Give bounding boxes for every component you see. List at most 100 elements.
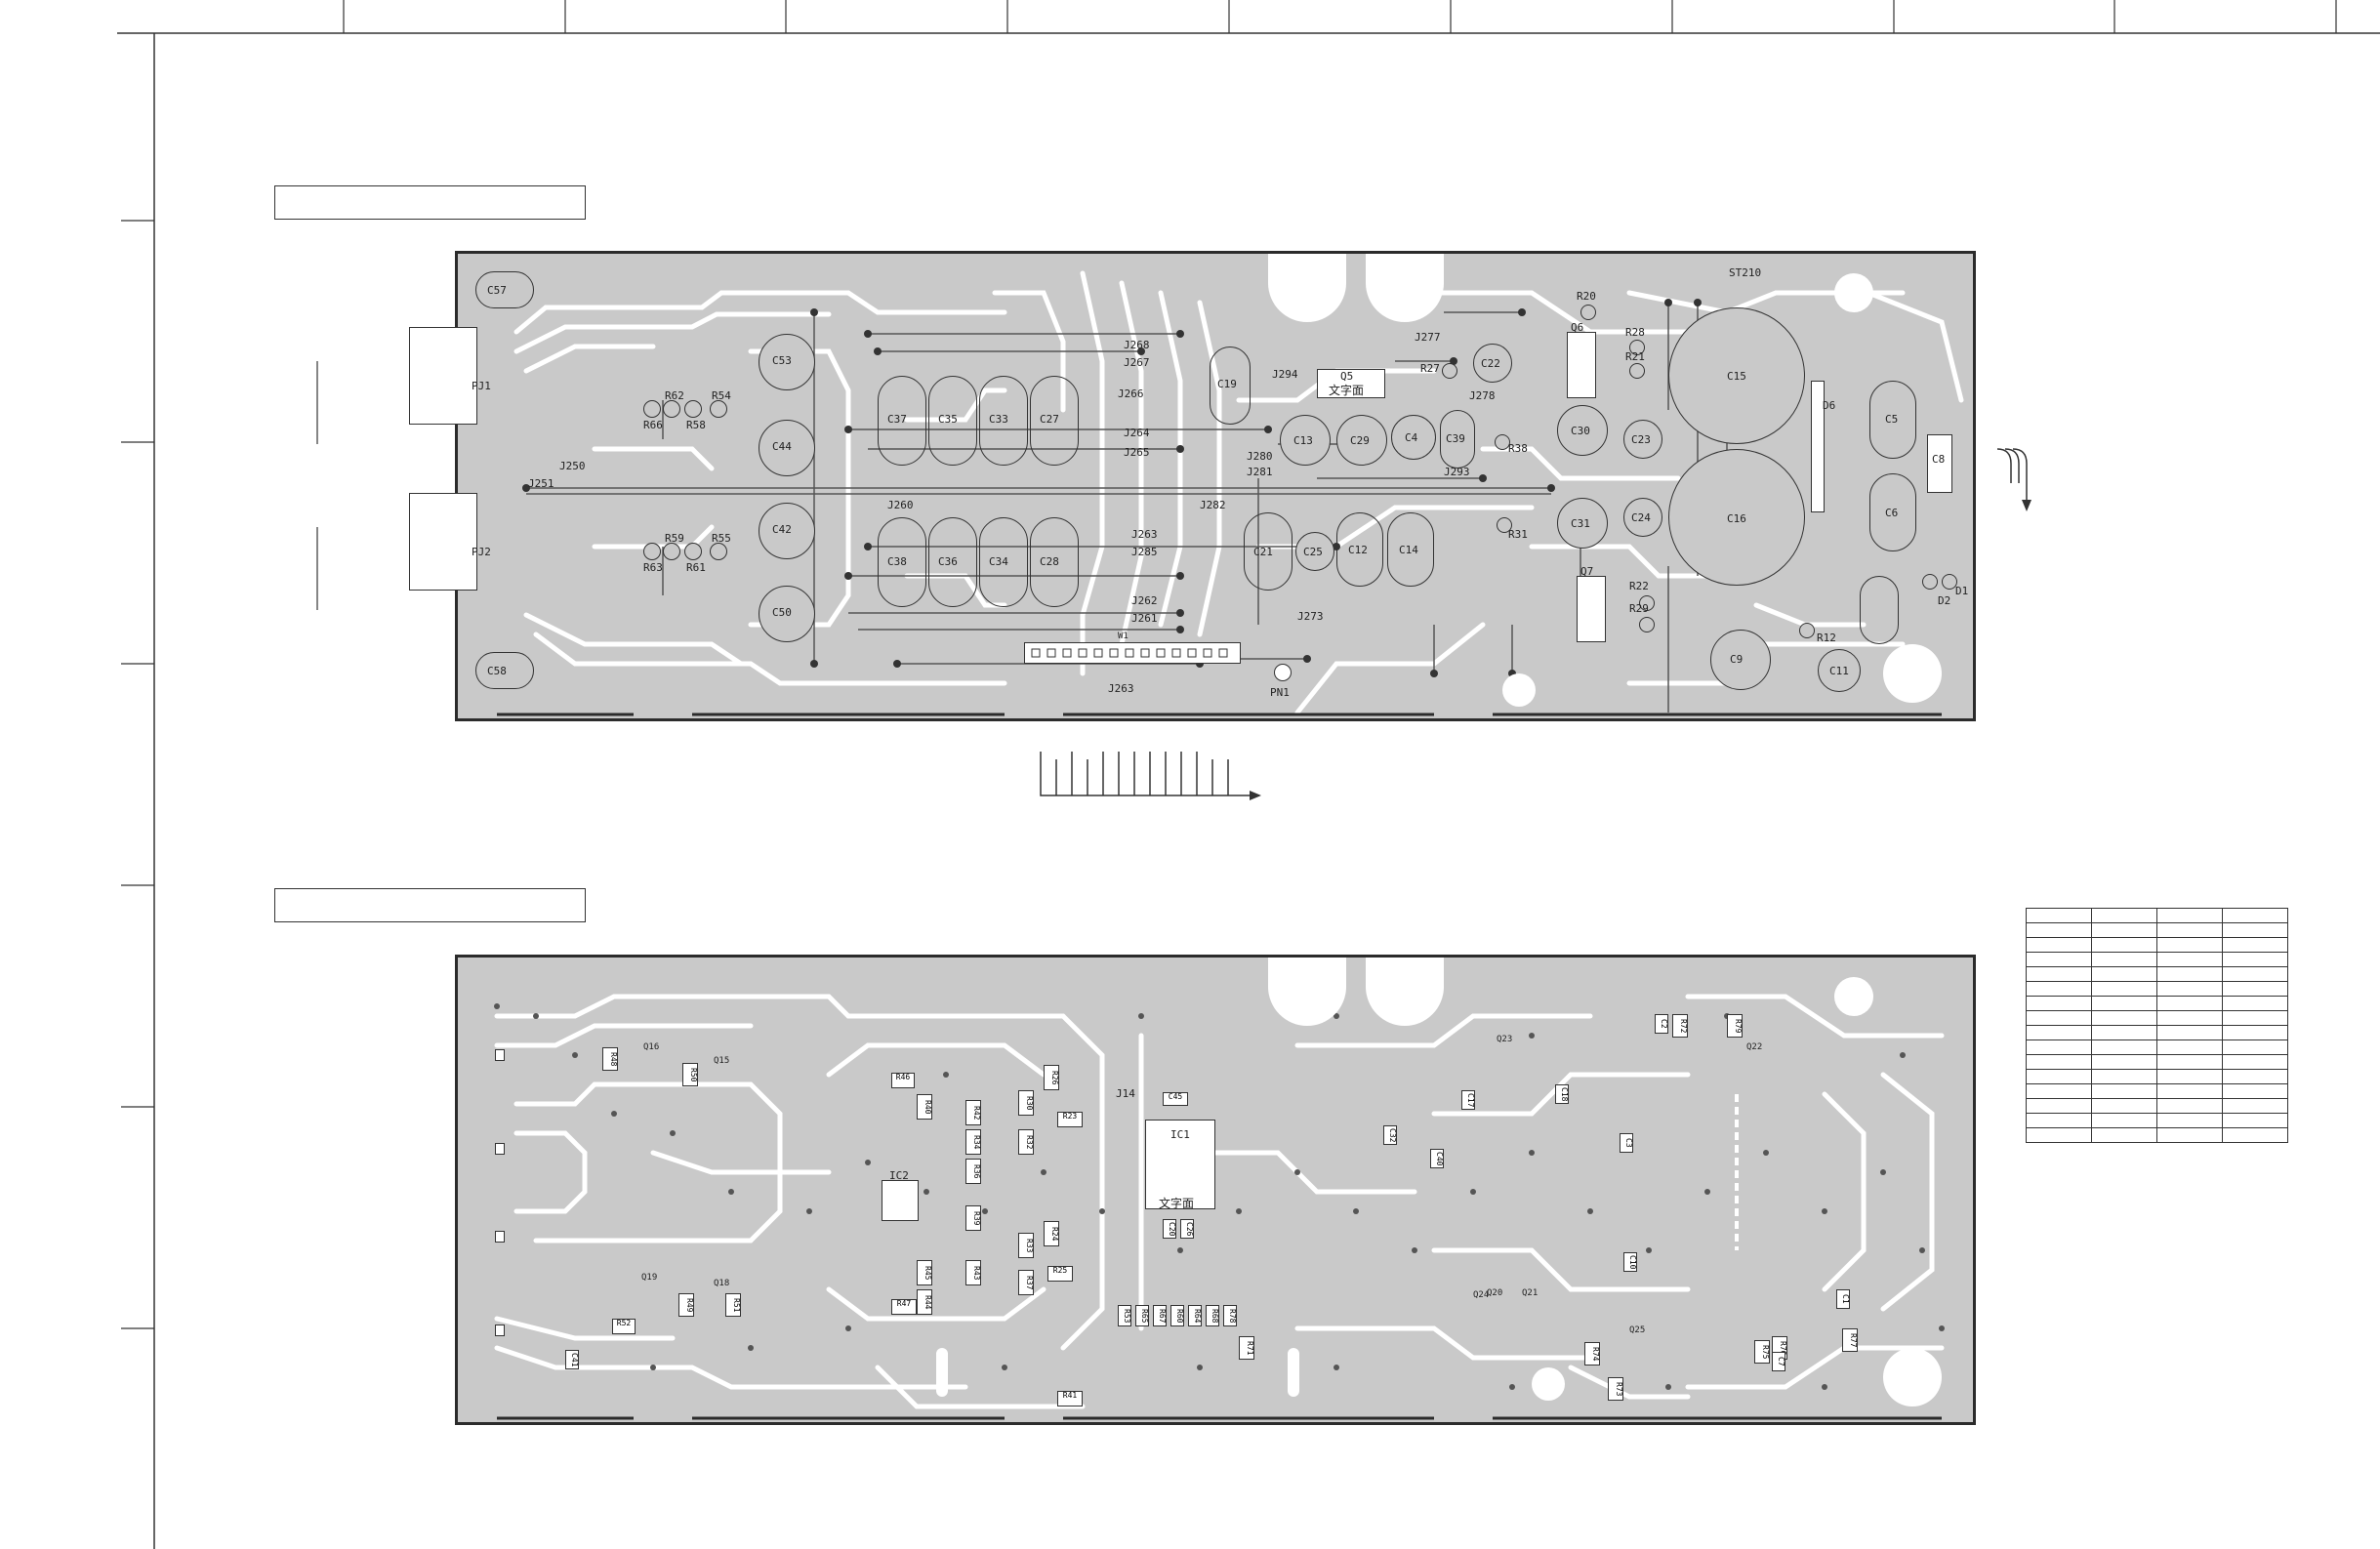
smd-c41: C41 <box>565 1350 579 1369</box>
grid-cell <box>2026 996 2092 1011</box>
label-j14: J14 <box>1116 1087 1135 1100</box>
label-c25: C25 <box>1303 546 1323 558</box>
grid-cell <box>2156 1127 2223 1143</box>
transistor-q16: Q16 <box>643 1042 660 1052</box>
label-c37: C37 <box>887 413 907 426</box>
cap-c4-top <box>1391 415 1436 460</box>
smd-r43: R43 <box>965 1260 981 1285</box>
label-j250: J250 <box>559 460 586 472</box>
label-c36: C36 <box>938 555 958 568</box>
label-j263-bottom: J263 <box>1108 682 1134 695</box>
bottom-corner-hole-tr <box>1834 977 1873 1016</box>
label-r58: R58 <box>686 419 706 431</box>
label-c38: C38 <box>887 555 907 568</box>
grid-cell <box>2156 966 2223 982</box>
smd-r39: R39 <box>965 1205 981 1231</box>
cap-c24 <box>1623 498 1662 537</box>
cap-c36 <box>928 517 977 607</box>
grid-cell <box>2091 1010 2157 1026</box>
transistor-q6 <box>1567 332 1596 398</box>
label-j278: J277 <box>1415 331 1441 344</box>
label-c12: C12 <box>1348 544 1368 556</box>
smd-c20: C20 <box>1163 1219 1176 1239</box>
label-q6: Q6 <box>1571 321 1584 334</box>
top-mount-hole-left <box>1268 254 1346 322</box>
diode-d1 <box>1922 574 1938 590</box>
cap-c33 <box>979 376 1028 466</box>
res-r58 <box>684 400 702 418</box>
pad-left-2 <box>495 1143 505 1155</box>
smd-r64: R64 <box>1188 1305 1202 1326</box>
cap-c27 <box>1030 376 1079 466</box>
smd-r77: R77 <box>1842 1328 1858 1352</box>
bottom-board-traces <box>494 994 1945 1420</box>
label-r20: R20 <box>1577 290 1596 303</box>
top-board-traces <box>497 270 1964 716</box>
cap-c23 <box>1623 420 1662 459</box>
label-c23: C23 <box>1631 433 1651 446</box>
bottom-board-title-box <box>274 888 586 922</box>
grid-cell <box>2026 1010 2092 1026</box>
smd-r23: R23 <box>1057 1112 1083 1127</box>
label-j279: J278 <box>1469 389 1496 402</box>
label-c22: C22 <box>1481 357 1500 370</box>
bottom-corner-hole-br <box>1883 1348 1942 1406</box>
label-j280: J280 <box>1247 450 1273 463</box>
smd-c45: C45 <box>1163 1092 1188 1106</box>
cap-c6 <box>1869 473 1916 551</box>
label-r31: R31 <box>1508 528 1528 541</box>
res-r12 <box>1799 623 1815 638</box>
label-j284: J285 <box>1131 546 1158 558</box>
cap-c31 <box>1557 498 1608 549</box>
cap-c29 <box>1336 415 1387 466</box>
cap-c50 <box>759 586 815 642</box>
smd-r49: R49 <box>678 1293 694 1317</box>
grid-cell <box>2091 1039 2157 1055</box>
pad-left-3 <box>495 1231 505 1243</box>
cap-c28 <box>1030 517 1079 607</box>
cap-c16 <box>1668 449 1805 586</box>
label-r21: R21 <box>1625 350 1645 363</box>
label-r27: R27 <box>1420 362 1440 375</box>
label-r38: R38 <box>1508 442 1528 455</box>
res-r31 <box>1497 517 1512 533</box>
grid-row <box>2026 1039 2288 1055</box>
grid-row <box>2026 1127 2288 1143</box>
label-j282: J282 <box>1200 499 1226 511</box>
transistor-q18: Q18 <box>714 1279 730 1288</box>
smd-r65: R65 <box>1135 1305 1149 1326</box>
grid-cell <box>2222 1010 2288 1026</box>
grid-cell <box>2091 937 2157 953</box>
cap-c42 <box>759 503 815 559</box>
smd-r44: R44 <box>917 1289 932 1315</box>
label-pn1: PN1 <box>1270 686 1290 699</box>
grid-cell <box>2156 908 2223 923</box>
res-r59 <box>663 543 680 560</box>
smd-r53: R53 <box>1118 1305 1131 1326</box>
label-r22: R22 <box>1629 580 1649 592</box>
grid-cell <box>2156 981 2223 997</box>
label-ic1: IC1 <box>1170 1128 1190 1141</box>
label-c19: C19 <box>1217 378 1237 390</box>
smd-r79: R79 <box>1727 1014 1743 1038</box>
top-board-leads <box>1040 752 1261 800</box>
cap-c57 <box>475 271 534 308</box>
label-c35: C35 <box>938 413 958 426</box>
smd-r68: R68 <box>1206 1305 1219 1326</box>
cap-c14 <box>1387 512 1434 587</box>
grid-cell <box>2222 908 2288 923</box>
label-r28: R28 <box>1625 326 1645 339</box>
bottom-mount-hole-left <box>1268 958 1346 1026</box>
res-r28 <box>1629 340 1645 355</box>
smd-r46: R46 <box>891 1073 915 1088</box>
label-c30: C30 <box>1571 425 1590 437</box>
label-j293: J294 <box>1272 368 1298 381</box>
grid-cell <box>2091 908 2157 923</box>
cap-c19 <box>1210 346 1251 425</box>
label-r62: R62 <box>665 389 684 402</box>
cap-c38 <box>878 517 926 607</box>
smd-r25: R25 <box>1047 1266 1073 1282</box>
grid-row <box>2026 937 2288 953</box>
